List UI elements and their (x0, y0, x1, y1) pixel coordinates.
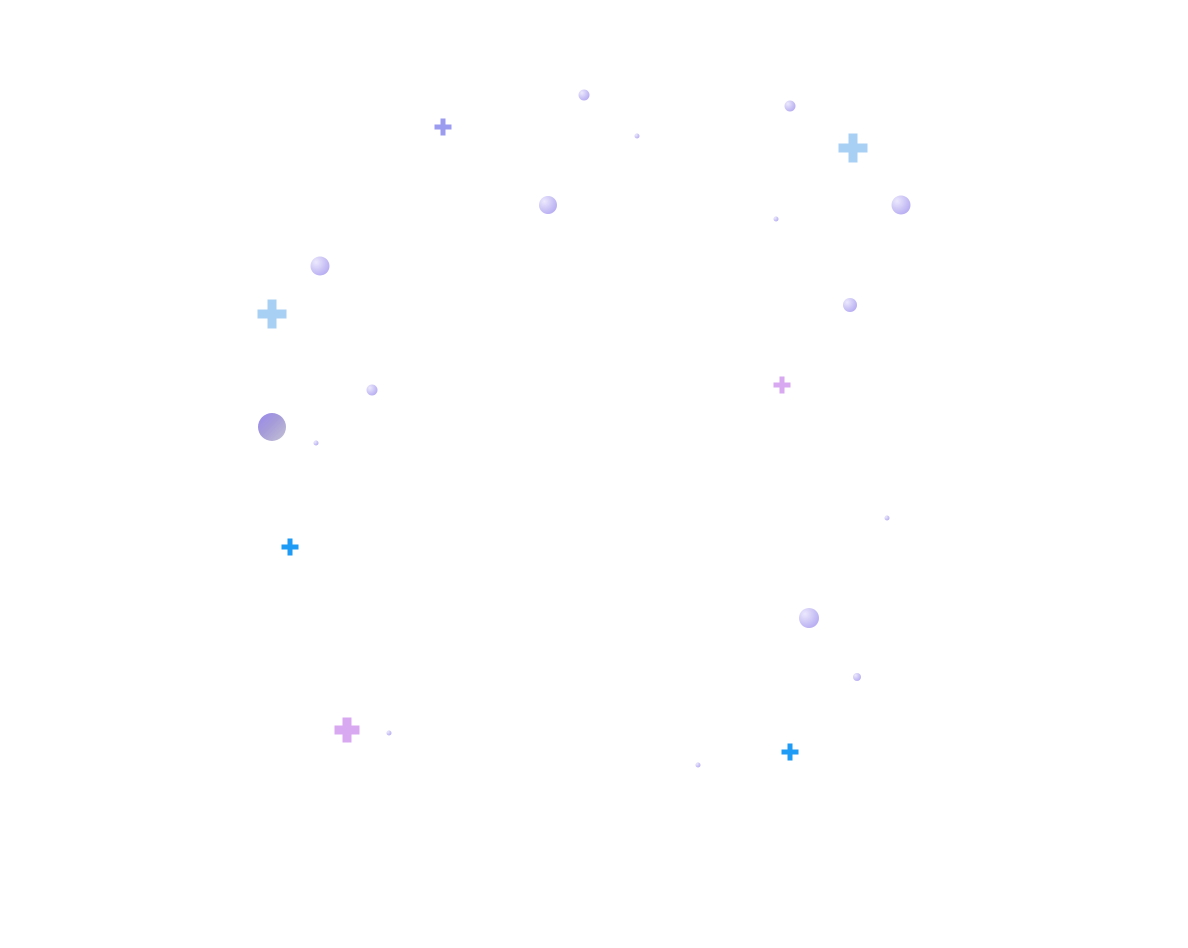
plus-icon (434, 118, 452, 136)
sphere-icon (258, 413, 286, 441)
sphere-icon (784, 100, 796, 112)
sphere-icon (578, 89, 590, 101)
plus-icon (781, 743, 799, 761)
sphere-icon (366, 384, 378, 396)
sphere-icon (695, 762, 701, 768)
sphere-icon (313, 440, 319, 446)
plus-icon (281, 538, 299, 556)
sphere-icon (773, 216, 779, 222)
plus-icon (773, 376, 791, 394)
sphere-icon (539, 196, 557, 214)
sphere-icon (884, 515, 890, 521)
sphere-icon (853, 673, 861, 681)
plus-icon (257, 299, 287, 329)
sphere-icon (634, 133, 640, 139)
sphere-icon (310, 256, 330, 276)
sphere-icon (799, 608, 819, 628)
plus-icon (334, 717, 360, 743)
sphere-icon (843, 298, 857, 312)
sphere-icon (386, 730, 392, 736)
plus-icon (838, 133, 868, 163)
sphere-icon (891, 195, 911, 215)
